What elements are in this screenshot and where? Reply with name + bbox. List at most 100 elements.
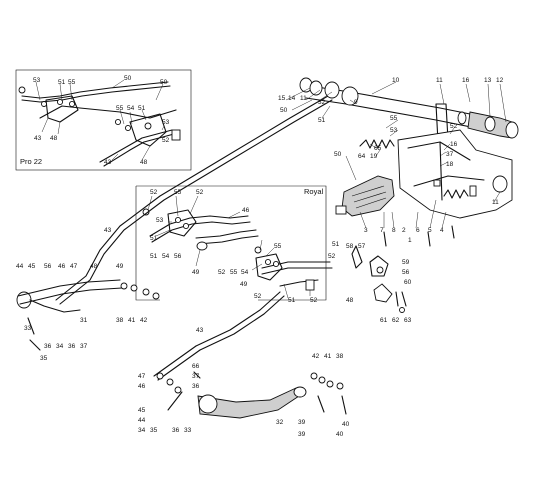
callout: 16 [462, 77, 470, 84]
callout: 4 [440, 227, 444, 234]
callout: 43 [196, 327, 204, 334]
callout: 49 [192, 269, 200, 276]
callout: 52 [254, 293, 262, 300]
callout: 50 [124, 75, 132, 82]
callout: 37 [192, 373, 200, 380]
callout: 47 [70, 263, 78, 270]
callout: 32 [276, 419, 284, 426]
callout: 64 [358, 153, 366, 160]
callout: 51 [332, 241, 340, 248]
callout: 50 [334, 151, 342, 158]
callout: 40 [336, 431, 344, 438]
callout: 13 [484, 77, 492, 84]
callout: 11 [300, 95, 307, 102]
callout: 8 [392, 227, 396, 234]
inset-royal-frame [136, 185, 327, 301]
callout: 1 [408, 237, 412, 244]
callout: 5 [428, 227, 432, 234]
callout: 48 [90, 263, 98, 270]
callout: 48 [50, 135, 58, 142]
callout: 33 [24, 325, 32, 332]
callout: 45 [28, 263, 36, 270]
callout: 49 [116, 263, 124, 270]
callout: 54 [162, 253, 170, 260]
callout: 60 [404, 279, 412, 286]
callout: 43 [104, 159, 112, 166]
callout: 43 [104, 227, 112, 234]
callout: 37 [80, 343, 88, 350]
callout: 11 [436, 77, 443, 84]
callout: 50 [280, 107, 288, 114]
callout: 51 [288, 297, 296, 304]
callout: 66 [192, 363, 200, 370]
callout: 62 [392, 317, 400, 324]
callout: 56 [402, 269, 410, 276]
callout: 53 [156, 217, 164, 224]
callout: 35 [150, 427, 158, 434]
callout: 45 [138, 407, 146, 414]
callout: 41 [324, 353, 332, 360]
callout: 61 [380, 317, 388, 324]
callout: 36 [44, 343, 52, 350]
callout: 53 [390, 127, 398, 134]
callout: 48 [140, 159, 148, 166]
callout: 10 [392, 77, 400, 84]
inset-royal-title: Royal [304, 187, 324, 196]
callout: 53 [33, 77, 41, 84]
callout: 46 [242, 207, 250, 214]
callout: 35 [40, 355, 48, 362]
callout: 36 [68, 343, 76, 350]
callout: 43 [34, 135, 42, 142]
callout: 39 [298, 419, 306, 426]
callout: 31 [80, 317, 88, 324]
callout: 55 [274, 243, 282, 250]
callout: 54 [127, 105, 135, 112]
callout: 6 [416, 227, 420, 234]
callout: 52 [162, 137, 170, 144]
callout: 11 [492, 199, 499, 206]
callout: 50 [160, 79, 168, 86]
callout: 51 [58, 79, 66, 86]
callout: 46 [138, 383, 146, 390]
callout: 49 [240, 281, 248, 288]
callout: 59 [402, 259, 410, 266]
callout: 7 [380, 227, 384, 234]
inset-pro22-title: Pro 22 [20, 157, 42, 166]
callout: 37 [446, 151, 454, 158]
callout: 58 [346, 243, 354, 250]
callout: 55 [68, 79, 76, 86]
callout: 55 [174, 189, 182, 196]
callout: 52 [150, 189, 158, 196]
callout: 14 [288, 95, 296, 102]
callout: 38 [336, 353, 344, 360]
callout: 65 [374, 145, 382, 152]
callout: 36 [172, 427, 180, 434]
main-assembly: 10 11 16 13 12 15 14 11 9 32 50 51 55 53… [16, 77, 519, 438]
inset-pro22: Pro 22 53 51 55 50 [15, 69, 192, 171]
callout: 15 [278, 95, 286, 102]
callout: 38 [116, 317, 124, 324]
callout: 55 [230, 269, 238, 276]
callout: 44 [16, 263, 24, 270]
callout: 52 [218, 269, 226, 276]
callout: 3 [364, 227, 368, 234]
callout: 16 [450, 141, 458, 148]
callout: 51 [150, 253, 158, 260]
callout: 52 [310, 297, 318, 304]
callout: 47 [138, 373, 146, 380]
callout: 56 [44, 263, 52, 270]
callout: 39 [298, 431, 306, 438]
callout: 55 [390, 115, 398, 122]
callout: 48 [346, 297, 354, 304]
callout: 18 [446, 161, 454, 168]
inset-royal: Royal 52 55 52 46 [135, 185, 333, 304]
callout: 41 [128, 317, 136, 324]
callout: 54 [241, 269, 249, 276]
callout: 9 [354, 99, 358, 106]
callout: 55 [116, 105, 124, 112]
callout: 34 [138, 427, 146, 434]
callout: 46 [58, 263, 66, 270]
callout: 12 [496, 77, 504, 84]
callout: 36 [192, 383, 200, 390]
